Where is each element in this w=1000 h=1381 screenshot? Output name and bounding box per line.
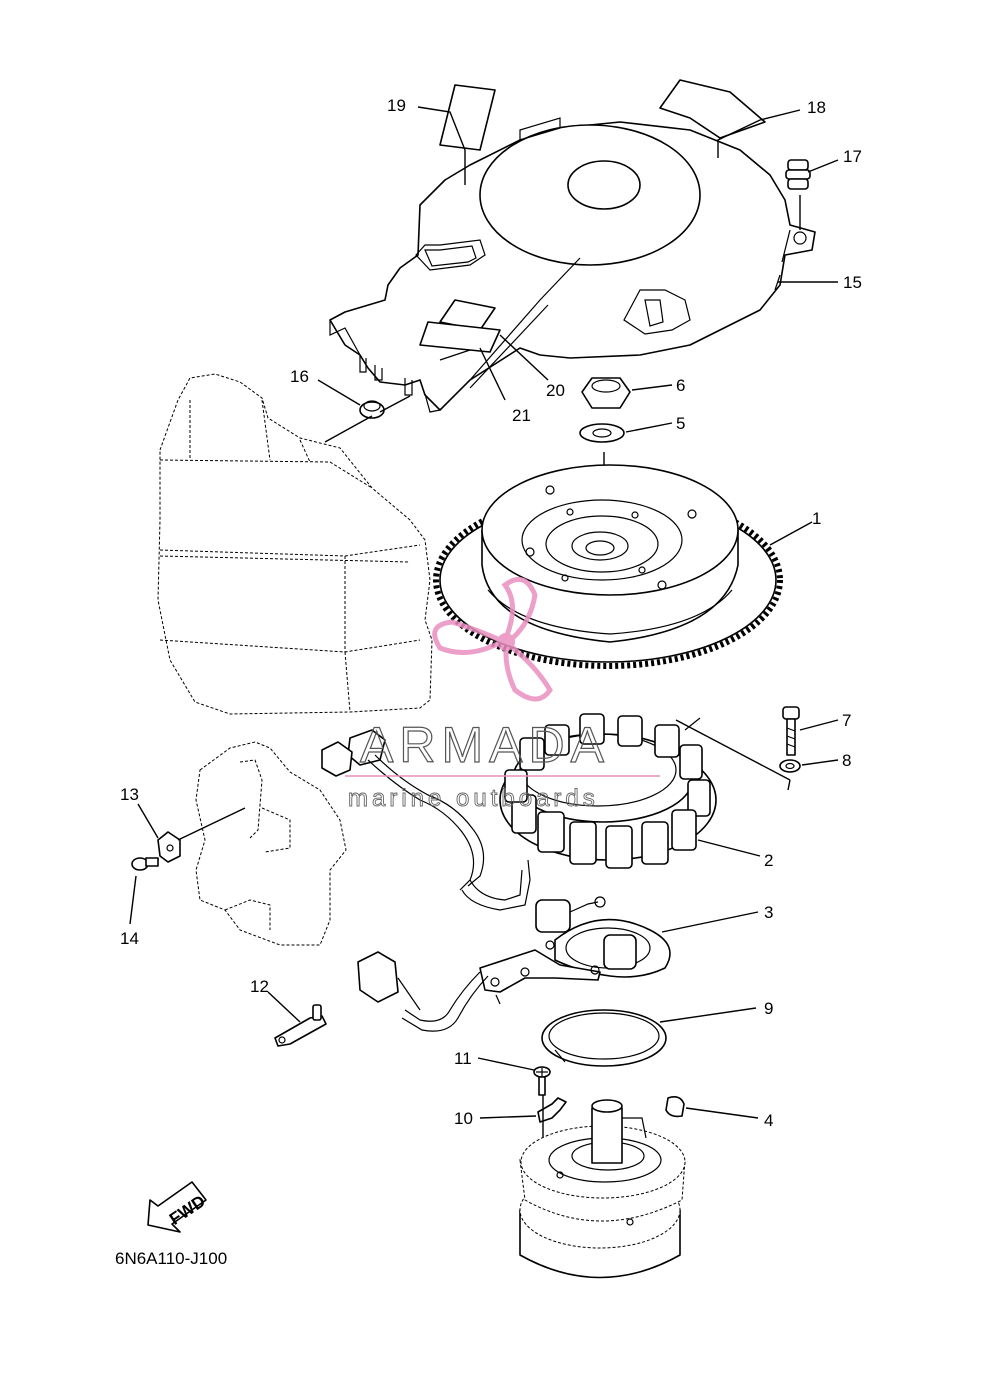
callout-18: 18 [807,98,826,117]
ring-9 [541,1009,667,1067]
watermark-brand: ARMADA [360,717,610,773]
pulser-coil [357,896,671,1032]
grommet-16 [359,400,385,419]
watermark-logo-icon [432,576,553,702]
callout-5: 5 [676,414,685,433]
flywheel-cover [329,117,816,413]
callout-2: 2 [764,851,773,870]
leader-lines [129,106,839,1119]
nut-6 [581,377,631,409]
callout-7: 7 [842,711,851,730]
stator-coils [504,713,711,869]
callout-3: 3 [764,903,773,922]
washer-8 [779,759,801,773]
callout-9: 9 [764,999,773,1018]
callout-19: 19 [387,96,406,115]
callout-14: 14 [120,929,139,948]
clamp-10 [537,1097,567,1123]
callout-13: 13 [120,785,139,804]
engine-block [157,373,433,715]
callout-12: 12 [250,977,269,996]
crankcase [195,741,347,946]
label-18 [659,79,766,139]
plate-12 [274,1004,327,1047]
woodruff-key-4 [665,1096,685,1118]
label-19 [439,84,496,151]
callout-1: 1 [812,509,821,528]
bolt-7 [782,706,800,756]
crankshaft-base [519,1099,686,1279]
callout-17: 17 [843,147,862,166]
callout-16: 16 [290,367,309,386]
screw-11 [533,1066,551,1096]
callout-20: 20 [546,381,565,400]
diagram-code: 6N6A110-J100 [115,1249,227,1268]
washer-5 [579,423,625,443]
stator [321,713,791,911]
bolt-14 [131,857,159,871]
callout-21: 21 [512,406,531,425]
watermark-tagline: marine outboards [348,785,599,812]
callout-11: 11 [454,1049,472,1068]
callout-10: 10 [454,1109,473,1128]
bracket-13 [157,831,181,863]
callout-15: 15 [843,273,862,292]
watermark: ARMADA marine outboards [345,576,660,812]
callout-6: 6 [676,376,685,395]
callout-8: 8 [842,751,851,770]
callout-4: 4 [764,1111,773,1130]
fwd-arrow-icon: FWD [147,1181,209,1233]
grommet-17 [785,159,811,190]
callout-numbers: 1 2 3 4 5 6 7 8 9 10 11 12 13 14 15 16 1… [120,96,862,1130]
label-21 [419,321,501,353]
